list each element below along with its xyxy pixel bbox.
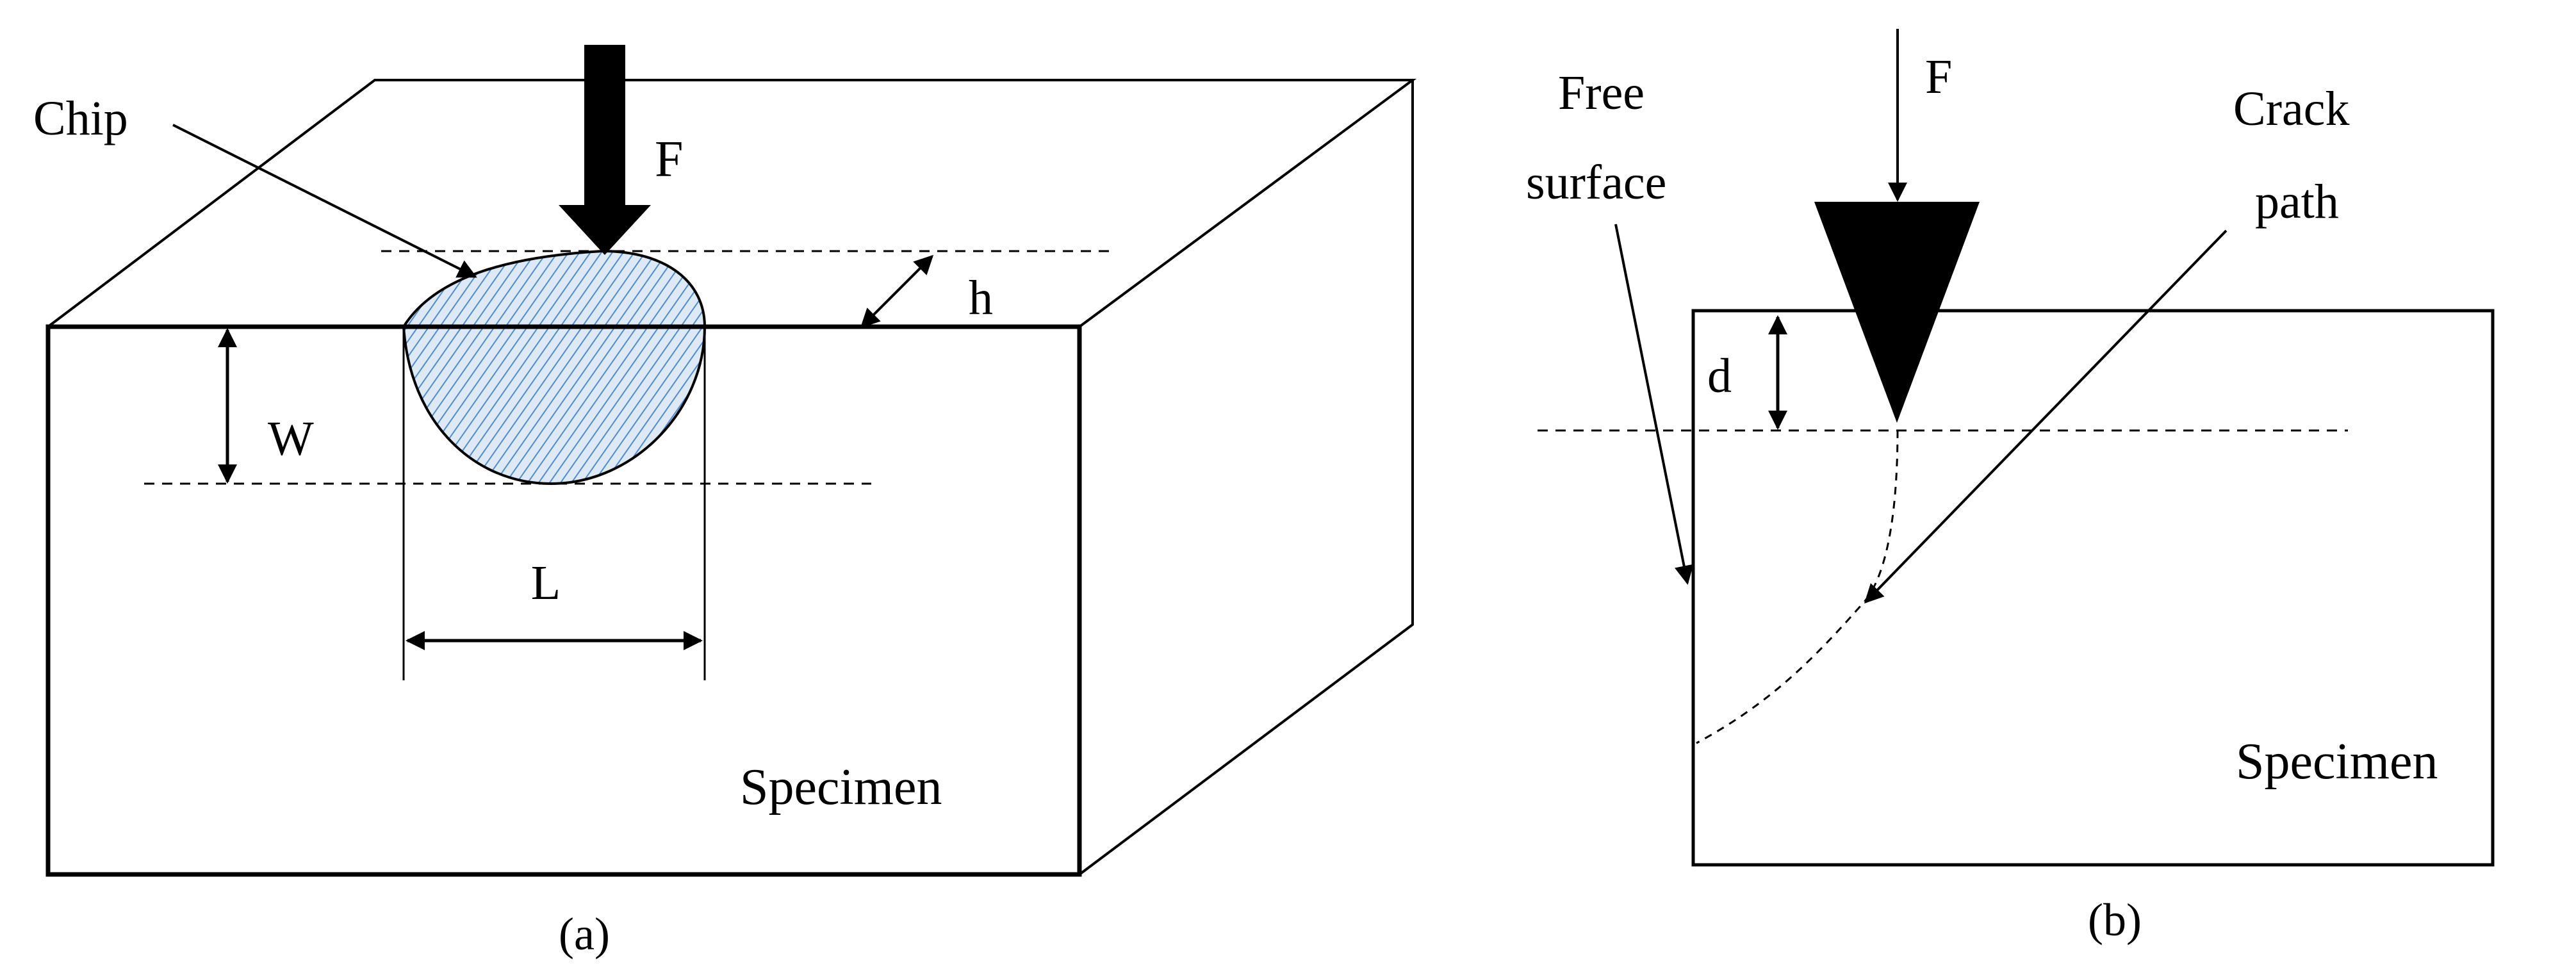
panel-b: F d Free surface Crack path Specimen (b) — [1526, 29, 2495, 946]
caption-a: (a) — [559, 908, 610, 960]
chip-region — [402, 249, 707, 486]
indenter — [1814, 202, 1980, 423]
crack-path-label-line2: path — [2255, 175, 2339, 229]
block-side-face — [1078, 80, 1414, 876]
specimen-block-b — [1691, 309, 2495, 867]
force-label-a: F — [655, 131, 684, 188]
crack-path-arrow — [1864, 229, 2227, 604]
force-label-b: F — [1925, 50, 1952, 104]
free-surface-label-line2: surface — [1526, 156, 1666, 209]
panel-a: F Chip h W L Specimen (a) — [33, 45, 1417, 960]
d-label: d — [1707, 349, 1732, 403]
free-surface-arrow — [1614, 224, 1694, 585]
specimen-label-a: Specimen — [740, 759, 942, 815]
block-top-face — [47, 79, 1417, 328]
l-label: L — [531, 556, 561, 610]
force-arrow-a — [559, 45, 651, 255]
specimen-block-a — [45, 79, 1417, 877]
free-surface-label-line1: Free — [1558, 66, 1645, 120]
w-label: W — [268, 412, 314, 466]
crack-path-label-line1: Crack — [2233, 82, 2349, 136]
chip-label: Chip — [33, 92, 128, 145]
crack-path-curve — [1696, 430, 1899, 744]
h-label: h — [969, 271, 993, 325]
chip-leader-arrow — [172, 124, 477, 278]
specimen-label-b: Specimen — [2236, 733, 2438, 790]
h-dimension-arrow — [860, 254, 934, 329]
caption-b: (b) — [2088, 894, 2142, 946]
